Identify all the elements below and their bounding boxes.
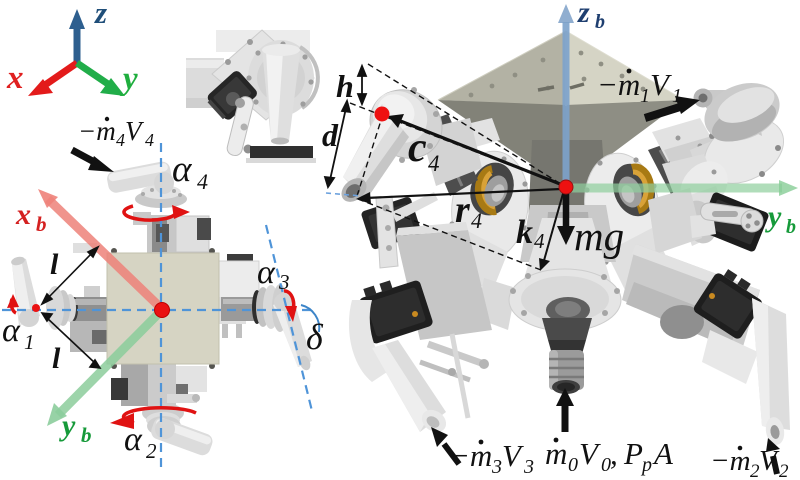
- svg-text:r: r: [455, 189, 471, 231]
- svg-text:α: α: [172, 149, 193, 190]
- svg-text:V: V: [502, 438, 524, 473]
- svg-text:V: V: [650, 67, 672, 102]
- svg-text:V: V: [759, 445, 780, 477]
- svg-text:y: y: [119, 61, 138, 97]
- svg-text:z: z: [94, 0, 107, 30]
- svg-text:l: l: [52, 342, 61, 375]
- svg-text:c: c: [408, 125, 427, 171]
- svg-text:b: b: [786, 216, 796, 238]
- svg-text:x: x: [6, 60, 24, 96]
- svg-text:0: 0: [568, 454, 578, 476]
- svg-text:y: y: [59, 409, 76, 442]
- svg-text:2: 2: [779, 461, 789, 480]
- svg-text:3: 3: [491, 456, 502, 478]
- svg-text:V: V: [579, 436, 601, 471]
- svg-text:3: 3: [523, 456, 534, 478]
- svg-text:b: b: [595, 11, 605, 33]
- svg-text:h: h: [336, 68, 354, 104]
- svg-text:−m: −m: [449, 438, 492, 473]
- svg-text:b: b: [81, 423, 92, 447]
- svg-text:−m: −m: [710, 445, 751, 477]
- svg-text:4: 4: [116, 130, 125, 150]
- svg-text:1: 1: [672, 85, 682, 107]
- svg-text:, P: , P: [610, 436, 643, 471]
- svg-text:−m: −m: [78, 116, 116, 146]
- svg-text:δ: δ: [306, 317, 324, 357]
- svg-text:α: α: [2, 312, 21, 349]
- svg-text:d: d: [322, 117, 339, 153]
- svg-text:1: 1: [640, 85, 650, 107]
- svg-text:3: 3: [278, 270, 290, 294]
- svg-text:y: y: [765, 200, 782, 233]
- svg-text:z: z: [577, 0, 590, 29]
- svg-text:4: 4: [471, 208, 482, 233]
- svg-text:k: k: [516, 214, 533, 251]
- svg-text:1: 1: [24, 330, 35, 354]
- svg-text:4: 4: [197, 169, 208, 194]
- svg-text:α: α: [124, 421, 143, 458]
- svg-text:4: 4: [428, 151, 440, 176]
- svg-text:l: l: [50, 248, 59, 281]
- svg-text:2: 2: [146, 439, 157, 463]
- svg-text:V: V: [125, 116, 145, 146]
- svg-text:4: 4: [145, 130, 154, 150]
- svg-text:α: α: [257, 254, 276, 291]
- svg-text:b: b: [36, 212, 47, 236]
- svg-text:m: m: [545, 436, 567, 471]
- svg-text:−m: −m: [597, 67, 640, 102]
- svg-text:2: 2: [750, 461, 760, 480]
- svg-text:A: A: [652, 436, 674, 471]
- svg-text:p: p: [640, 454, 652, 476]
- svg-text:mg: mg: [574, 213, 624, 259]
- svg-text:4: 4: [534, 229, 545, 253]
- svg-text:x: x: [15, 198, 31, 231]
- svg-text:0: 0: [601, 454, 611, 476]
